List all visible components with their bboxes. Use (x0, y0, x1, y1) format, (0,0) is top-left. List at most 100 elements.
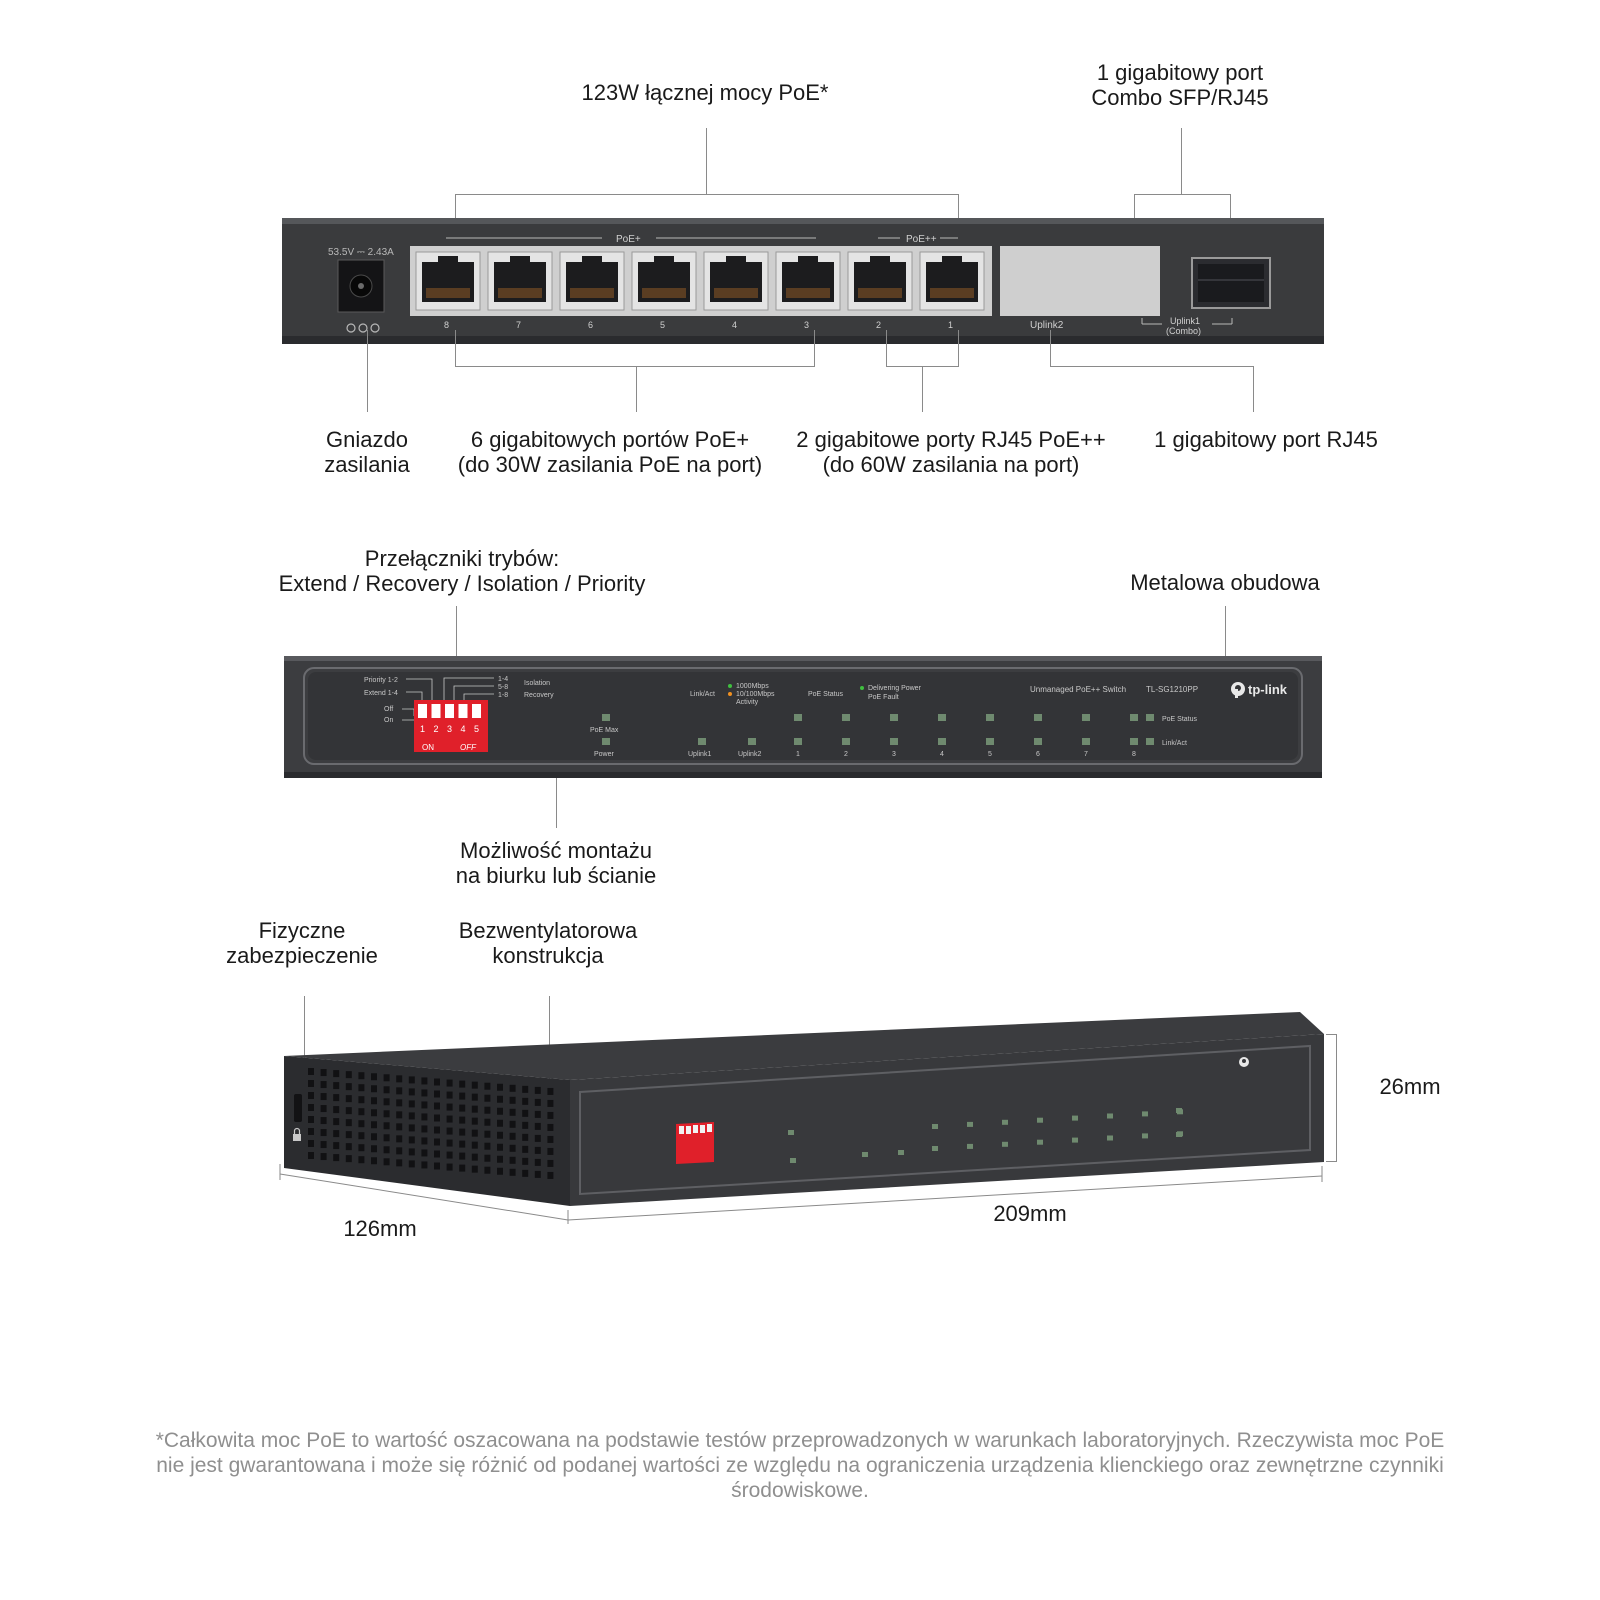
brand-name: tp-link (1248, 682, 1288, 697)
off-label: Off (384, 706, 393, 713)
vent-hole (522, 1097, 529, 1105)
group-1-4-label: 1-4 (498, 676, 508, 683)
vent-hole (396, 1099, 403, 1107)
extend-label: Extend 1-4 (364, 690, 398, 697)
rear-port-number: 7 (516, 320, 521, 330)
port-link-act-led (794, 738, 802, 745)
vent-hole (446, 1091, 453, 1099)
led-3d (932, 1124, 938, 1129)
width-dimension: 209mm (993, 1201, 1067, 1226)
dip-toggle[interactable] (472, 704, 481, 718)
vent-hole (434, 1126, 440, 1134)
rear-port-number: 6 (588, 320, 593, 330)
vent-hole (333, 1130, 340, 1138)
port-poe-status-led (1082, 714, 1090, 721)
link-act-row-led (1146, 738, 1154, 745)
dip-toggle[interactable] (458, 704, 468, 718)
vent-hole (446, 1163, 453, 1171)
vent-hole (371, 1109, 377, 1117)
vent-hole (471, 1117, 478, 1125)
vent-hole (522, 1121, 529, 1129)
vent-hole (308, 1080, 314, 1087)
dip-toggle[interactable] (431, 704, 441, 718)
callout-line (455, 330, 456, 366)
vent-hole (383, 1158, 390, 1166)
tp-link-logo-3d-icon (1239, 1057, 1249, 1067)
mode-switches-callout-line1: Przełączniki trybów: (364, 546, 560, 571)
vent-hole (333, 1070, 340, 1078)
power-label: Power (594, 751, 615, 758)
physical-security-callout-line2: zabezpieczenie (226, 943, 378, 968)
vent-hole (320, 1081, 327, 1089)
tp-link-logo-icon (1231, 682, 1245, 698)
vent-hole (522, 1109, 529, 1117)
isolation-label: Isolation (524, 680, 550, 687)
uplink1-led-label: Uplink1 (688, 751, 711, 758)
vent-hole (497, 1107, 503, 1115)
port-link-act-led (1082, 738, 1090, 745)
port-poe-status-led (938, 714, 946, 721)
vent-hole (396, 1075, 403, 1083)
vent-hole (421, 1161, 428, 1169)
poe-plus-ports-callout-line1: 6 gigabitowych portów PoE+ (470, 427, 750, 452)
vent-hole (308, 1140, 314, 1147)
vent-hole (534, 1170, 541, 1178)
vent-hole (471, 1093, 478, 1101)
led-3d (1037, 1139, 1043, 1145)
rj45-port (775, 251, 841, 311)
port-led-number: 1 (796, 751, 800, 758)
vent-hole (446, 1079, 453, 1087)
vent-hole (497, 1167, 503, 1175)
rj45-port (415, 251, 481, 311)
vent-hole (358, 1084, 365, 1092)
vent-hole (408, 1076, 415, 1084)
vent-hole (333, 1154, 340, 1162)
vent-hole (497, 1119, 503, 1127)
vent-hole (547, 1099, 554, 1107)
vent-hole (522, 1085, 529, 1093)
led-3d (967, 1121, 973, 1127)
vent-hole (383, 1110, 390, 1118)
poe-plusplus-ports-callout-line2: (do 60W zasilania na port) (822, 452, 1080, 477)
vent-hole (434, 1090, 440, 1098)
dip-number: 2 (434, 724, 439, 734)
dip-toggle[interactable] (445, 704, 454, 718)
vent-hole (383, 1074, 390, 1082)
port-poe-status-led (986, 714, 994, 721)
fanless-callout-line1: Bezwentylatorowa (458, 918, 638, 943)
vent-hole (446, 1139, 453, 1147)
fanless-callout-line2: konstrukcja (492, 943, 604, 968)
callout-line (1050, 330, 1051, 366)
dip-toggle[interactable] (418, 704, 427, 718)
uplink-port-block (1000, 246, 1160, 316)
mounting-callout-line1: Możliwość montażu (460, 838, 652, 863)
vent-hole (471, 1081, 478, 1089)
vent-hole (484, 1154, 491, 1162)
speed-10100-label: 10/100Mbps (736, 691, 775, 698)
poe-plusplus-tag: PoE++ (906, 234, 937, 245)
vent-hole (547, 1171, 554, 1179)
vent-hole (308, 1092, 314, 1099)
rj45-port (919, 251, 985, 311)
vent-hole (484, 1094, 491, 1102)
dip-number: 4 (461, 724, 466, 734)
poe-disclaimer: *Całkowita moc PoE to wartość oszacowana… (155, 1429, 1445, 1502)
poe-status-row-label: PoE Status (1162, 716, 1198, 723)
rj45-port (847, 251, 913, 311)
vent-hole (396, 1123, 403, 1131)
port-poe-status-led (794, 714, 802, 721)
callout-line (814, 330, 815, 366)
vent-hole (534, 1146, 541, 1154)
dip-number: 3 (447, 724, 452, 734)
callout-line (455, 366, 815, 367)
uplink2-label: Uplink2 (1030, 320, 1064, 331)
poe-plus-ports-callout-line2: (do 30W zasilania PoE na port) (457, 452, 763, 477)
vent-hole (308, 1116, 314, 1123)
led-delivering-legend (860, 686, 864, 690)
rj45-port (703, 251, 769, 311)
vent-hole (547, 1147, 554, 1155)
vent-hole (358, 1132, 365, 1140)
vent-hole (345, 1155, 352, 1163)
vent-hole (333, 1082, 340, 1090)
